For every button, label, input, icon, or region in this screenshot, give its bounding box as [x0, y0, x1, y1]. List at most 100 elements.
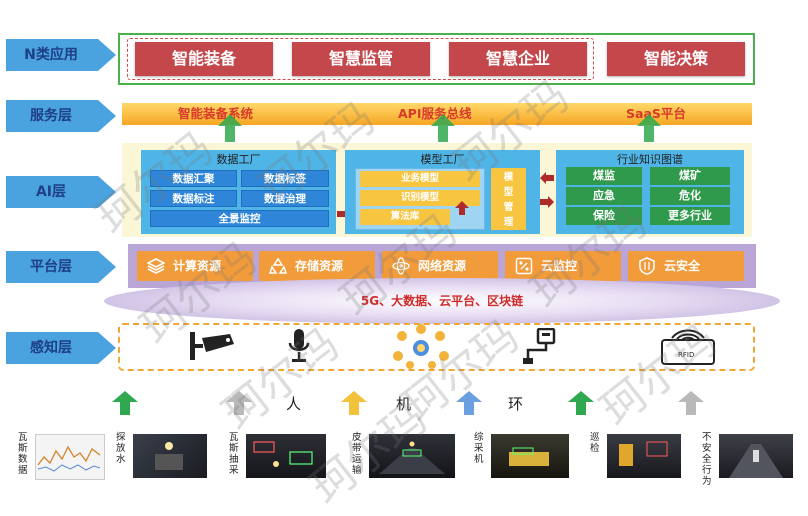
data-factory-item-annotate[interactable]: 数据标注 — [150, 190, 237, 207]
platform-network[interactable]: 网络资源 — [382, 251, 498, 281]
sensor-device-icon — [523, 328, 556, 364]
arrow-tag-icon — [6, 39, 116, 71]
kg-item-emergency[interactable]: 应急 — [566, 187, 642, 205]
scene-inspection[interactable]: 巡检 — [590, 432, 682, 480]
layer-label: 平台层 — [30, 259, 72, 275]
service-bar — [122, 103, 752, 125]
kg-item-insurance[interactable]: 保险 — [566, 207, 642, 225]
rfid-icon: RFID — [661, 329, 715, 365]
arrow-tag-icon — [6, 332, 116, 364]
scene-gas-extraction[interactable]: 瓦斯抽采 — [229, 432, 327, 480]
layer-tag-ai: AI层 — [6, 176, 116, 208]
data-factory-title: 数据工厂 — [216, 153, 261, 166]
up-arrow-icon — [455, 201, 469, 215]
up-arrow-yellow-icon — [341, 391, 367, 415]
gas-extraction-thumbnail — [246, 434, 326, 478]
up-arrow-gray-icon — [678, 391, 704, 415]
service-saas-platform[interactable]: SaaS平台 — [626, 106, 686, 121]
inspection-thumbnail — [607, 434, 681, 478]
layers-icon — [147, 258, 165, 274]
iot-hub-icon — [393, 324, 449, 369]
service-equipment-system[interactable]: 智能装备系统 — [178, 106, 254, 121]
platform-storage[interactable]: 存储资源 — [259, 251, 375, 281]
line-chart-icon — [37, 445, 101, 472]
platform-cloud-monitor[interactable]: 云监控 — [505, 251, 621, 281]
arrow-tag-icon — [6, 251, 116, 283]
platform-tech-text: 5G、大数据、云平台、区块链 — [360, 294, 524, 308]
up-arrow-green-icon — [112, 391, 138, 415]
kg-item-more-industries[interactable]: 更多行业 — [650, 207, 730, 225]
rka-machine: 机 — [396, 395, 412, 413]
perception-frame — [118, 323, 755, 371]
camera-icon — [190, 332, 234, 360]
shield-icon — [639, 257, 655, 275]
platform-cloud-security-label: 云安全 — [664, 259, 701, 273]
platform-cloud-monitor-label: 云监控 — [541, 259, 578, 273]
model-management[interactable]: 模型管理 — [491, 168, 526, 230]
gas-chart-thumbnail — [35, 434, 105, 480]
data-factory-item-label[interactable]: 数据标签 — [241, 170, 329, 187]
layer-tag-n-apps: N类应用 — [6, 39, 116, 71]
monitor-grid-icon — [515, 257, 533, 275]
app-layer-frame — [118, 33, 755, 85]
scene-label: 皮带运输 — [352, 432, 362, 476]
scene-shearer[interactable]: 综采机 — [474, 432, 570, 480]
up-arrow-icon — [637, 114, 661, 142]
kg-item-hazardous[interactable]: 危化 — [650, 187, 730, 205]
right-arrow-icon — [540, 196, 554, 208]
scene-water-detection[interactable]: 探放水 — [116, 432, 208, 480]
platform-tech-ellipse — [104, 278, 780, 324]
unsafe-behavior-thumbnail — [719, 434, 793, 478]
tunnel-scene-icon — [253, 441, 313, 467]
water-detection-thumbnail — [133, 434, 207, 478]
svg-text:RFID: RFID — [678, 351, 694, 359]
layer-tag-perception: 感知层 — [6, 332, 116, 364]
layer-tag-service: 服务层 — [6, 100, 116, 132]
scene-gas-data[interactable]: 瓦斯数据 — [18, 432, 105, 480]
shearer-scene-icon — [509, 447, 549, 466]
scene-unsafe-behavior[interactable]: 不安全行为 — [702, 432, 794, 487]
data-factory-monitoring[interactable]: 全景监控 — [150, 210, 329, 227]
layer-label: AI层 — [35, 184, 67, 200]
model-algorithm-lib[interactable]: 算法库 — [360, 209, 450, 225]
platform-compute[interactable]: 计算资源 — [137, 251, 253, 281]
layer-label: 服务层 — [30, 108, 72, 124]
recycle-icon — [269, 257, 287, 274]
data-factory-item-govern[interactable]: 数据治理 — [241, 190, 329, 207]
scene-label: 探放水 — [116, 432, 126, 465]
left-arrow-icon — [540, 172, 554, 184]
platform-compute-label: 计算资源 — [173, 259, 222, 273]
arrow-tag-icon — [6, 176, 116, 208]
service-api-bus[interactable]: API服务总线 — [398, 106, 472, 121]
scene-belt-transport[interactable]: 皮带运输 — [352, 432, 456, 480]
rka-environment: 环 — [508, 395, 524, 413]
up-arrow-blue-icon — [456, 391, 482, 415]
layer-label: 感知层 — [30, 340, 72, 356]
model-factory-title: 模型工厂 — [420, 153, 465, 166]
kg-item-coal-mine[interactable]: 煤矿 — [650, 167, 730, 185]
app-smart-decision[interactable]: 智能决策 — [607, 42, 745, 76]
app-smart-enterprise[interactable]: 智慧企业 — [449, 42, 587, 76]
kg-item-coal-supervision[interactable]: 煤监 — [566, 167, 642, 185]
shearer-thumbnail — [491, 434, 569, 478]
microphone-icon — [288, 329, 310, 362]
atom-icon — [392, 257, 410, 275]
mine-scene-icon — [155, 442, 183, 470]
data-factory-item-collect[interactable]: 数据汇聚 — [150, 170, 237, 187]
up-arrow-gray-icon — [226, 391, 252, 415]
knowledge-graph-title: 行业知识图谱 — [617, 153, 683, 166]
app-group-frame — [127, 38, 594, 80]
platform-network-label: 网络资源 — [418, 259, 467, 273]
layer-tag-platform: 平台层 — [6, 251, 116, 283]
rka-person: 人 — [286, 395, 302, 413]
scene-label: 巡检 — [590, 432, 600, 454]
app-smart-supervision[interactable]: 智慧监管 — [292, 42, 430, 76]
model-business[interactable]: 业务模型 — [360, 171, 480, 187]
platform-cloud-security[interactable]: 云安全 — [628, 251, 744, 281]
model-recognition[interactable]: 识别模型 — [360, 190, 480, 206]
up-arrow-icon — [218, 114, 242, 142]
conveyor-scene-icon — [379, 441, 445, 474]
app-smart-equipment[interactable]: 智能装备 — [135, 42, 273, 76]
scene-label: 不安全行为 — [702, 432, 712, 487]
corridor-scene-icon — [729, 444, 783, 478]
